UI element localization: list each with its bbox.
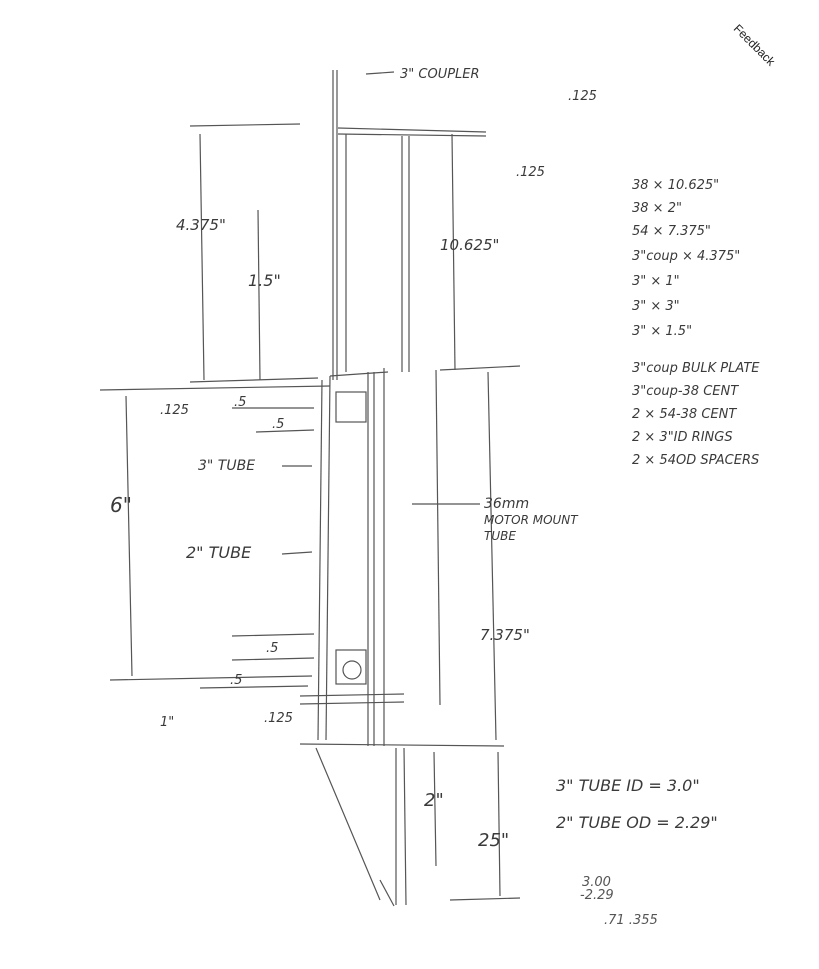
- dim-5-d-label: .5: [230, 673, 242, 688]
- parts-list-item: 3"coup BULK PLATE: [632, 361, 760, 376]
- parts-list-item: 38 × 10.625": [632, 178, 720, 193]
- tube2-label: 2" TUBE: [186, 543, 252, 562]
- outer-tube-left-line: [317, 379, 323, 741]
- coupler-label: 3" COUPLER: [400, 67, 480, 82]
- parts-list-item: 2 × 54-38 CENT: [632, 407, 737, 422]
- parts-list-item: 3"coup × 4.375": [632, 249, 741, 264]
- parts-list-item: 3"coup-38 CENT: [632, 384, 739, 399]
- tube2-od-note: 2" TUBE OD = 2.29": [556, 813, 718, 832]
- calc-line-1: 3.00: [582, 875, 611, 890]
- dim-125-low-label: .125: [264, 711, 293, 726]
- calc-line-3: .71 .355: [604, 913, 658, 928]
- tube-notes: 3" TUBE ID = 3.0" 2" TUBE OD = 2.29": [556, 776, 718, 832]
- sketch-linework: [99, 70, 521, 907]
- dim-6-label: 6": [110, 493, 132, 517]
- dim-25-label: 25": [478, 830, 509, 851]
- parts-list-item: 54 × 7.375": [632, 224, 711, 239]
- parts-list-item: 38 × 2": [632, 201, 682, 216]
- top-gap-label-b: .125: [516, 165, 545, 180]
- parts-list: 38 × 10.625" 38 × 2" 54 × 7.375" 3"coup …: [632, 178, 817, 468]
- dim-4375-label: 4.375": [176, 216, 226, 234]
- dim-125-left-label: .125: [160, 403, 189, 418]
- dim-5-b-label: .5: [272, 417, 284, 432]
- dim-5-c-label: .5: [266, 641, 278, 656]
- motor-tube-label-3: TUBE: [484, 529, 516, 543]
- tube3-label: 3" TUBE: [198, 458, 255, 474]
- parts-list-item: 3" × 3": [632, 299, 680, 314]
- motor-tube-label-1: 36mm: [484, 496, 529, 512]
- calc-line-2: -2.29: [580, 888, 614, 903]
- tube3-id-note: 3" TUBE ID = 3.0": [556, 776, 700, 795]
- calculation: 3.00 -2.29 .71 .355: [580, 876, 658, 927]
- top-gap-label-a: .125: [568, 89, 597, 104]
- dim-5-a-label: .5: [234, 395, 246, 410]
- dim-2-label: 2": [424, 790, 444, 811]
- motor-tube-label-2: MOTOR MOUNT: [484, 513, 579, 527]
- dim-1-label: 1": [160, 715, 174, 730]
- parts-list-item: 3" × 1.5": [632, 324, 693, 339]
- dim-10625-label: 10.625": [440, 236, 499, 254]
- parts-list-item: 2 × 54OD SPACERS: [632, 453, 760, 468]
- parts-list-item: 2 × 3"ID RINGS: [632, 430, 733, 445]
- top-plate-line: [337, 127, 487, 133]
- dim-7375-label: 7.375": [480, 626, 530, 644]
- parts-list-item: 3" × 1": [632, 274, 680, 289]
- dim-15-label: 1.5": [248, 271, 281, 290]
- fin-edge-line: [315, 747, 381, 901]
